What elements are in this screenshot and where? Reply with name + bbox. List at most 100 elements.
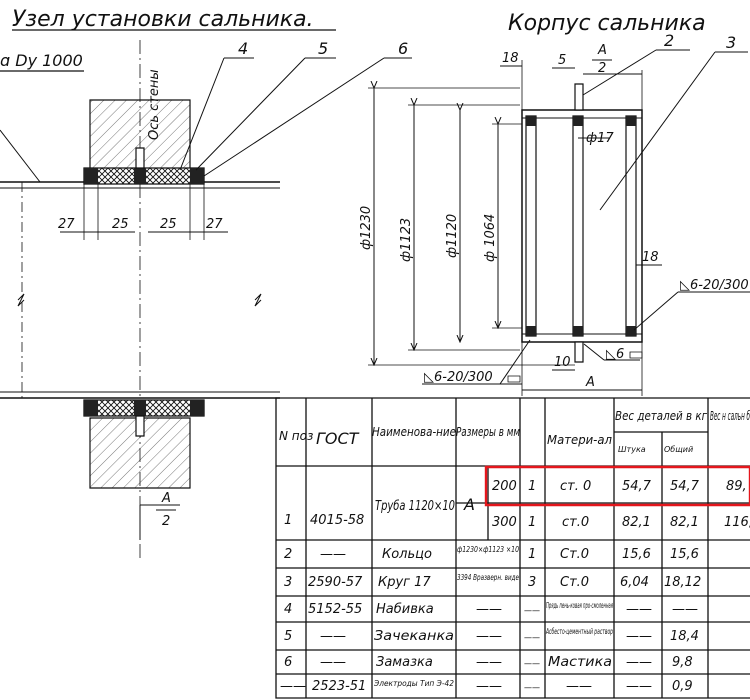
dim-2-top: 2 [598, 61, 606, 76]
gland-pin-lower [136, 416, 144, 436]
ring-left-bottom-fill [526, 326, 536, 336]
weld-right-leader [634, 292, 678, 330]
r7-w-unit: —— [626, 679, 652, 694]
r5-w-total: 18,4 [670, 629, 699, 644]
dia-1064-label: ф 1064 [483, 214, 498, 262]
hdr-weight-gland: Вес н сальн б [710, 409, 750, 423]
r1b-w-total: 82,1 [670, 515, 699, 530]
hdr-name: Наименова-ние [372, 425, 456, 439]
pipe-dn-leader [0, 130, 40, 182]
r2-name: Кольцо [382, 547, 432, 562]
r4-qty: —— [524, 606, 540, 615]
callout-2-leader [583, 50, 656, 95]
r1-w-total: 54,7 [670, 479, 700, 494]
r4-pos: 4 [284, 602, 292, 617]
dia-1120-label: ф1120 [445, 214, 460, 258]
r5-pos: 5 [284, 629, 292, 644]
dia-1123-label: ф1123 [399, 218, 414, 262]
r4-name: Набивка [376, 602, 434, 617]
gland-ring-upper-left [84, 168, 98, 184]
r6-w-unit: —— [626, 655, 652, 670]
r5-size: —— [476, 629, 502, 644]
ring-mid [573, 116, 583, 336]
section-mark-den: 2 [162, 514, 170, 529]
r2-size: ф1230×ф1123 ×10 [457, 545, 519, 554]
weld-left-flag [508, 376, 520, 382]
ring-right-top-fill [626, 116, 636, 126]
pipe-dn-label: ɑ Dy 1000 [0, 51, 83, 70]
r5-name: Зачеканка [374, 629, 454, 644]
gland-ring-lower-mid [134, 400, 146, 416]
r2-pos: 2 [284, 547, 292, 562]
gland-body-view: ф1230 ф1123 ф1120 ф 1064 18 5 A 2 2 3 ф1… [359, 31, 750, 396]
r1-w-unit: 54,7 [622, 479, 652, 494]
r4-material: Прядь пень-ковая про-смоленная [546, 601, 613, 610]
r3-w-unit: 6,04 [620, 575, 649, 590]
dim-18-side: 18 [642, 250, 659, 265]
dim-18-top: 18 [502, 51, 519, 66]
callout-3-leader [600, 52, 715, 210]
callout-5-leader [196, 58, 305, 170]
r6-w-total: 9,8 [672, 655, 693, 670]
section-mark-num: A [161, 491, 171, 506]
weld-left-label: ◺6-20/300 [424, 370, 493, 385]
callout-4-leader [180, 58, 224, 170]
weld-bottom-leader [584, 344, 604, 360]
r3-qty: 3 [528, 575, 536, 590]
r1-pos: 1 [284, 513, 292, 528]
r6-pos: 6 [284, 655, 292, 670]
r7-name: Электроды Тип Э-42 [373, 679, 454, 688]
dim-27-left: 27 [58, 217, 75, 232]
r3-material: Ст.0 [560, 575, 589, 590]
r2-gost: —— [320, 547, 346, 562]
r7-material: —— [566, 679, 592, 694]
r5-qty: —— [524, 633, 540, 642]
dim-25-right: 25 [160, 217, 177, 232]
r4-w-total: —— [672, 602, 698, 617]
hdr-weight-total: Общий [664, 445, 693, 454]
r6-gost: —— [320, 655, 346, 670]
gland-assembly-view: Ось стены 4 5 6 [0, 39, 412, 560]
r1-size: 200 [492, 479, 517, 494]
r1-material: ст. 0 [560, 479, 591, 494]
dia-1230-label: ф1230 [359, 206, 374, 250]
left-title: Узел установки сальника. [12, 7, 314, 32]
callout-4: 4 [238, 39, 248, 58]
callout-2: 2 [664, 31, 674, 50]
pin-top [575, 84, 583, 110]
r3-size: 3394 Вразверн. виде [457, 573, 519, 582]
r1b-w-unit: 82,1 [622, 515, 651, 530]
dim-a-bottom: A [585, 375, 595, 390]
hdr-weight: Вес деталей в кг [615, 409, 708, 423]
weld-left-leader [500, 340, 530, 384]
r3-pos: 3 [284, 575, 292, 590]
r4-gost: 5152-55 [308, 602, 362, 617]
r1b-size: 300 [492, 515, 517, 530]
r1b-w-gland: 116, [724, 515, 750, 530]
gland-ring-lower-left [84, 400, 98, 416]
ring-right [626, 116, 636, 336]
r7-size: —— [476, 679, 502, 694]
callout-6-leader [204, 58, 384, 176]
gland-pin-upper [136, 148, 144, 168]
hdr-weight-unit: Штука [618, 445, 646, 454]
callout-5: 5 [318, 39, 328, 58]
hdr-pos: N поз [279, 429, 313, 443]
dim-a-top: A [597, 43, 607, 58]
ring-mid-bottom-fill [573, 326, 583, 336]
r2-w-unit: 15,6 [622, 547, 651, 562]
r1-w-gland: 89, [726, 479, 747, 494]
hdr-material: Матери-ал [547, 433, 612, 447]
r4-w-unit: —— [626, 602, 652, 617]
callout-6: 6 [398, 39, 408, 58]
table-body: 1 4015-58 Труба 1120×10 A 200 1 ст. 0 54… [280, 479, 750, 694]
wall-axis-label: Ось стены [147, 69, 162, 140]
dim-27-right: 27 [206, 217, 223, 232]
r2-w-total: 15,6 [670, 547, 699, 562]
table-headers: N поз ГОСТ Наименова-ние Размеры в мм Ма… [279, 409, 750, 454]
r4-size: —— [476, 602, 502, 617]
right-title: Корпус сальника [508, 11, 706, 36]
r3-w-total: 18,12 [664, 575, 701, 590]
r7-w-total: 0,9 [672, 679, 693, 694]
dim-5: 5 [558, 53, 566, 68]
